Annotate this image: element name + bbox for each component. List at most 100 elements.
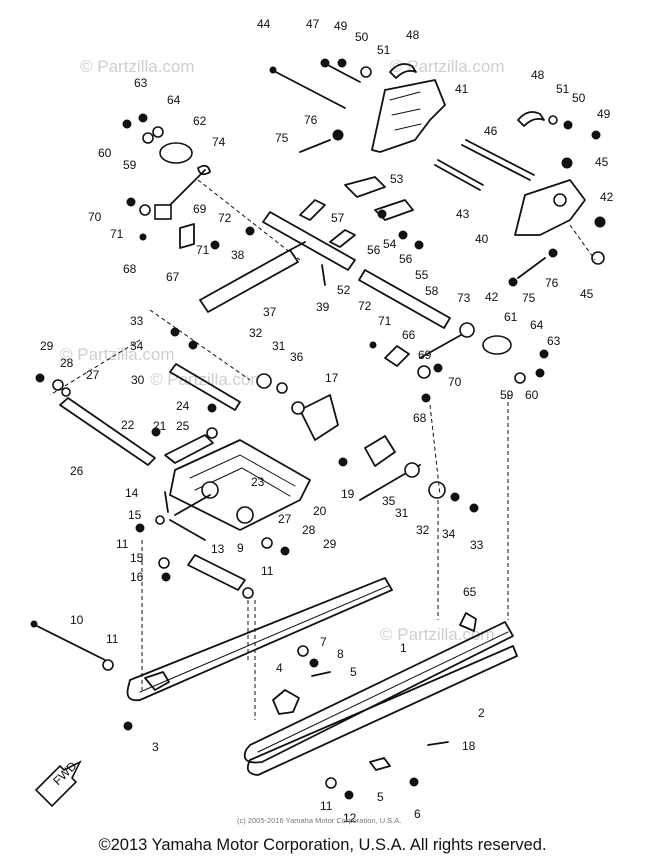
callout-label: 41: [455, 82, 469, 96]
callout-label: 74: [212, 135, 226, 149]
callout-label: 25: [176, 419, 190, 433]
slide-rails: [30, 577, 518, 800]
callout-label: 12: [343, 811, 357, 825]
watermark-group: © Partzilla.com © Partzilla.com © Partzi…: [60, 57, 505, 644]
callout-label: 70: [448, 375, 462, 389]
callout-label: 69: [418, 348, 432, 362]
callout-label: 23: [251, 475, 265, 489]
callout-label: 27: [278, 512, 292, 526]
callout-label: 76: [304, 113, 318, 127]
callout-label: 29: [323, 537, 337, 551]
callout-label: 73: [457, 291, 471, 305]
callout-label: 75: [522, 291, 536, 305]
callout-label: 7: [320, 635, 327, 649]
callout-label: 48: [406, 28, 420, 42]
callout-label: 16: [130, 570, 144, 584]
callout-label: 33: [470, 538, 484, 552]
callout-label: 43: [456, 207, 470, 221]
callout-label: 49: [597, 107, 611, 121]
callout-label: 26: [70, 464, 84, 478]
callout-label: 9: [237, 541, 244, 555]
callout-label: 37: [263, 305, 277, 319]
callout-label: 1: [400, 641, 407, 655]
callout-label: 35: [382, 494, 396, 508]
callout-label: 56: [399, 252, 413, 266]
callout-label: 45: [595, 155, 609, 169]
callout-label: 19: [341, 487, 355, 501]
callout-label: 68: [413, 411, 427, 425]
callout-label: 51: [377, 43, 391, 57]
callout-label: 11: [261, 564, 274, 578]
callout-label: 28: [302, 523, 316, 537]
callout-label: 50: [572, 91, 586, 105]
callout-label: 10: [70, 613, 84, 627]
callout-label: 63: [134, 76, 148, 90]
callout-label: 76: [545, 276, 559, 290]
callout-label: 59: [500, 388, 514, 402]
callout-label: 65: [463, 585, 477, 599]
callout-label: 34: [442, 527, 456, 541]
callout-label: 62: [193, 114, 207, 128]
callout-label: 5: [377, 790, 384, 804]
callout-label: 24: [176, 399, 190, 413]
callout-label: 29: [40, 339, 54, 353]
callout-label: 71: [196, 243, 210, 257]
callout-label: 48: [531, 68, 545, 82]
callout-label: 6: [414, 807, 421, 821]
watermark: © Partzilla.com: [60, 345, 175, 364]
callout-label: 75: [275, 131, 289, 145]
callout-label: 30: [131, 373, 145, 387]
callout-label: 57: [331, 211, 345, 225]
callout-labels: 1 2 3 4 5 5 6 7 8 9 10 11 11 11 11 12 13…: [40, 17, 614, 825]
callout-label: 64: [167, 93, 181, 107]
callout-label: 59: [123, 158, 137, 172]
callout-label: 17: [325, 371, 339, 385]
rear-arm: [35, 327, 479, 599]
callout-label: 68: [123, 262, 137, 276]
callout-label: 46: [484, 124, 498, 138]
callout-label: 44: [257, 17, 271, 31]
callout-label: 54: [383, 237, 397, 251]
callout-label: 11: [116, 537, 129, 551]
callout-label: 14: [125, 486, 139, 500]
callout-label: 58: [425, 284, 439, 298]
callout-label: 42: [600, 190, 614, 204]
callout-label: 70: [88, 210, 102, 224]
callout-label: 31: [395, 506, 409, 520]
callout-label: 45: [580, 287, 594, 301]
callout-label: 32: [416, 523, 430, 537]
callout-label: 15: [128, 508, 142, 522]
callout-label: 53: [390, 172, 404, 186]
callout-label: 32: [249, 326, 263, 340]
callout-label: 69: [193, 202, 207, 216]
callout-label: 40: [475, 232, 489, 246]
callout-label: 60: [98, 146, 112, 160]
callout-label: 28: [60, 356, 74, 370]
callout-label: 61: [504, 310, 518, 324]
callout-label: 15: [130, 551, 144, 565]
callout-label: 67: [166, 270, 180, 284]
upper-linkage: [122, 58, 606, 403]
callout-label: 31: [272, 339, 286, 353]
callout-label: 52: [337, 283, 351, 297]
callout-label: 2: [478, 706, 485, 720]
callout-label: 56: [367, 243, 381, 257]
callout-label: 11: [106, 632, 119, 646]
callout-label: 33: [130, 314, 144, 328]
callout-label: 63: [547, 334, 561, 348]
callout-label: 3: [152, 740, 159, 754]
callout-label: 72: [218, 211, 232, 225]
callout-label: 64: [530, 318, 544, 332]
callout-label: 60: [525, 388, 539, 402]
callout-label: 66: [402, 328, 416, 342]
fwd-arrow: FWD: [34, 759, 82, 808]
callout-label: 38: [231, 248, 245, 262]
callout-label: 4: [276, 661, 283, 675]
callout-label: 21: [153, 419, 167, 433]
callout-label: 50: [355, 30, 369, 44]
small-copyright: (c) 2005-2016 Yamaha Motor Corporation, …: [237, 816, 401, 825]
callout-label: 11: [320, 799, 333, 813]
copyright-notice: ©2013 Yamaha Motor Corporation, U.S.A. A…: [98, 836, 547, 854]
callout-label: 27: [86, 368, 100, 382]
callout-label: 55: [415, 268, 429, 282]
